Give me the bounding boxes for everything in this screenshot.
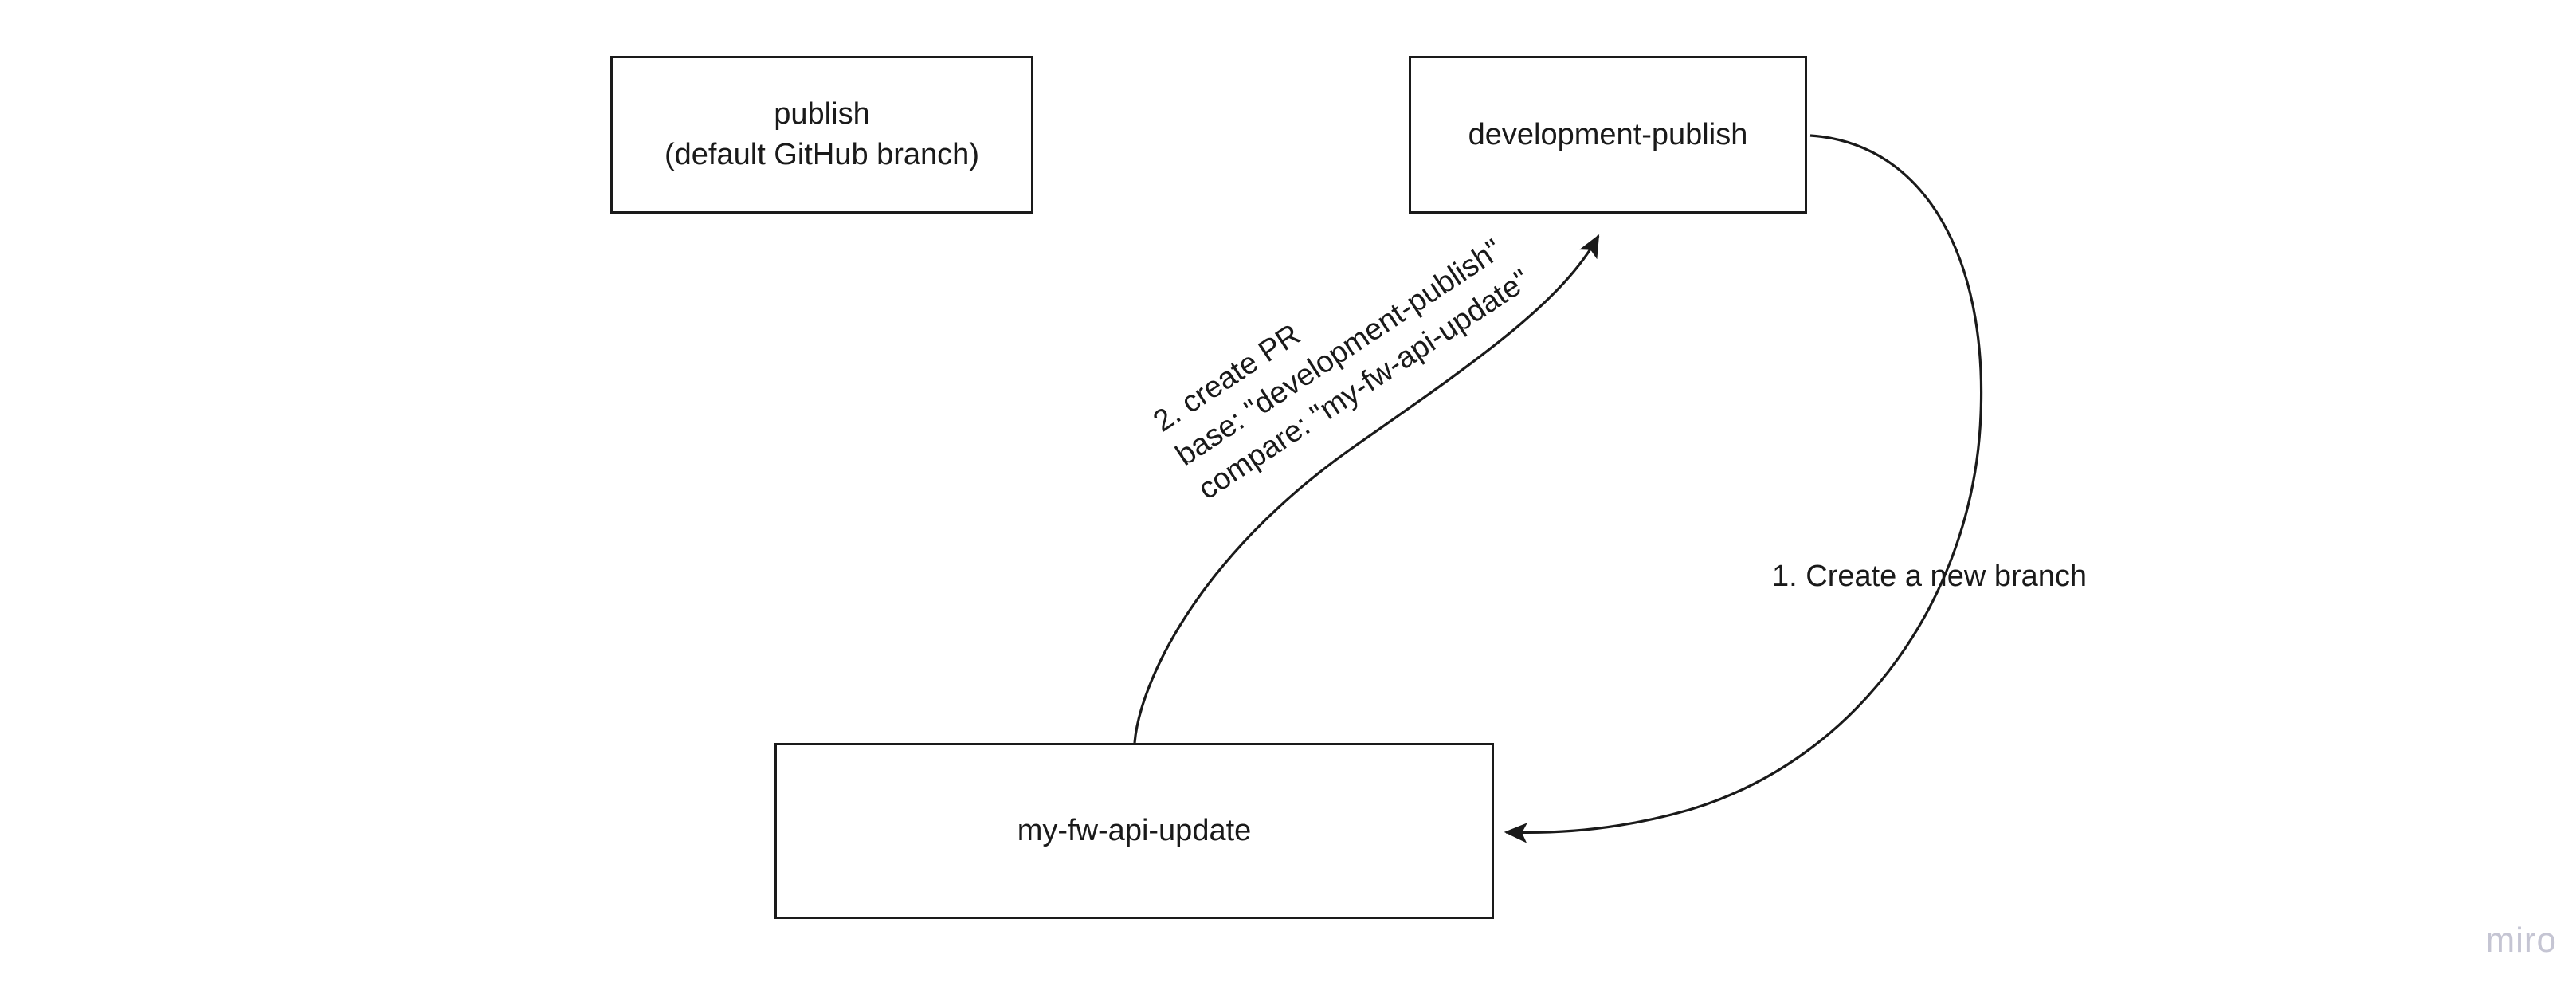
node-publish[interactable]: publish (default GitHub branch) xyxy=(610,56,1033,214)
edge-label-create-pr-line-2: base: "development-publish" xyxy=(1170,233,1508,473)
edge-create-branch-path xyxy=(1504,134,1983,843)
edge-label-create-branch: 1. Create a new branch xyxy=(1772,560,2088,593)
node-development-publish[interactable]: development-publish xyxy=(1409,56,1807,214)
node-my-fw-api-update[interactable]: my-fw-api-update xyxy=(774,743,1494,919)
miro-watermark: miro xyxy=(2485,921,2557,960)
